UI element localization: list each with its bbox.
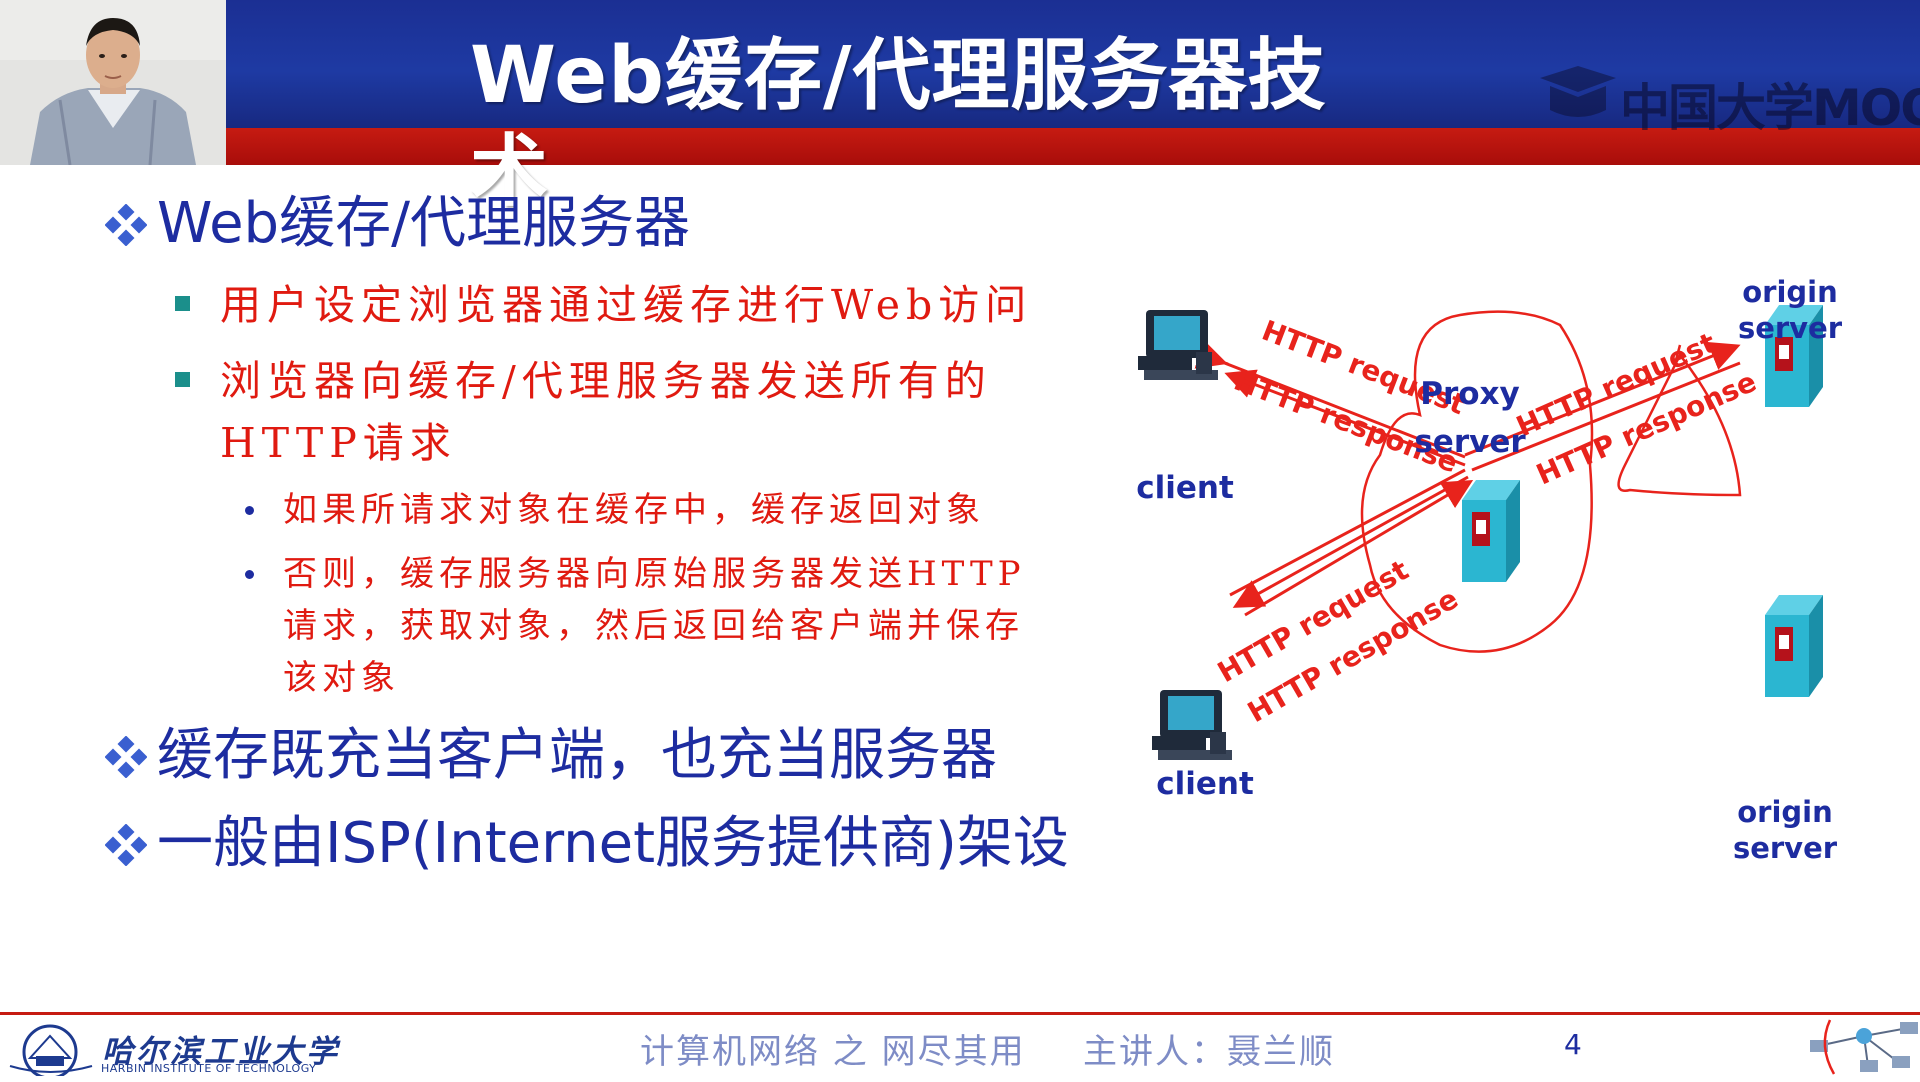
slide-footer: 哈尔滨工业大学 HARBIN INSTITUTE OF TECHNOLOGY 计… xyxy=(0,1012,1920,1078)
bullet-text: 一般由ISP(Internet服务提供商)架设 xyxy=(157,811,1069,876)
proxy-label-line1: Proxy xyxy=(1420,376,1520,412)
annotation-circle xyxy=(1360,310,1594,653)
university-name-cn: 哈尔滨工业大学 xyxy=(102,1034,340,1070)
university-name-en: HARBIN INSTITUTE OF TECHNOLOGY xyxy=(101,1062,317,1075)
network-icon xyxy=(1808,1016,1920,1078)
origin-server-icon xyxy=(1765,595,1823,697)
bullet-text: 缓存既充当客户端，也充当服务器 xyxy=(157,723,997,788)
mooc-logo-icon xyxy=(1540,66,1616,117)
lecturer-name: 主讲人：聂兰顺 xyxy=(1083,1032,1335,1072)
university-logo: 哈尔滨工业大学 HARBIN INSTITUTE OF TECHNOLOGY xyxy=(6,1022,337,1076)
mooc-watermark: 中国大学MOOC xyxy=(1538,64,1920,137)
sub-sub-bullet-text: 如果所请求对象在缓存中，缓存返回对象 xyxy=(283,490,985,530)
bullet-web-cache: Web缓存/代理服务器 xyxy=(104,190,690,258)
header-blue-band xyxy=(0,0,1920,130)
origin-label-line1: origin xyxy=(1737,795,1833,829)
slide-header: Web缓存/代理服务器技术 xyxy=(0,0,1920,217)
bullet-text: Web缓存/代理服务器 xyxy=(157,191,690,256)
dot-bullet-icon xyxy=(245,570,254,579)
header-red-band xyxy=(0,128,1920,165)
diamond-bullet-icon xyxy=(104,190,157,258)
annotation-triangle xyxy=(1617,352,1742,497)
bullet-isp: 一般由ISP(Internet服务提供商)架设 xyxy=(104,810,1069,878)
sub-sub-bullet-text: 否则，缓存服务器向原始服务器发送HTTP xyxy=(283,554,1026,594)
proxy-diagram: HTTP request HTTP response HTTP request … xyxy=(1120,265,1920,885)
page-number: 4 xyxy=(1564,1028,1582,1061)
client-label: client xyxy=(1136,470,1234,506)
sub-sub-bullet-text: 该对象 xyxy=(283,658,400,698)
client-label: client xyxy=(1156,766,1254,802)
origin-label-line2: server xyxy=(1737,311,1843,345)
dot-bullet-icon xyxy=(245,506,254,515)
diamond-bullet-icon xyxy=(104,722,157,790)
university-emblem-icon xyxy=(9,1024,93,1076)
origin-label-line1: origin xyxy=(1742,275,1838,309)
client-computer-icon xyxy=(1152,690,1232,760)
course-name: 计算机网络 之 网尽其用 xyxy=(640,1032,1026,1072)
proxy-label-line2: server xyxy=(1414,424,1526,460)
lecturer-webcam xyxy=(0,0,226,165)
proxy-server-icon xyxy=(1462,480,1520,582)
diamond-bullet-icon xyxy=(104,810,157,878)
sub-bullet-text: 用户设定浏览器通过缓存进行Web访问 xyxy=(220,281,1033,329)
client-computer-icon xyxy=(1138,310,1218,380)
sub-bullet-text: HTTP请求 xyxy=(220,419,457,467)
square-bullet-icon xyxy=(175,296,190,311)
bullet-cache-dual-role: 缓存既充当客户端，也充当服务器 xyxy=(104,722,997,790)
footer-divider xyxy=(0,1012,1920,1015)
origin-label-line2: server xyxy=(1732,831,1838,865)
square-bullet-icon xyxy=(175,372,190,387)
watermark-text: 中国大学MOOC xyxy=(1620,79,1920,137)
sub-bullet-text: 浏览器向缓存/代理服务器发送所有的 xyxy=(220,357,992,405)
sub-sub-bullet-text: 请求，获取对象，然后返回给客户端并保存 xyxy=(283,606,1024,646)
origin-server-icon xyxy=(1765,305,1823,407)
slide-title: Web缓存/代理服务器技术 xyxy=(470,31,1327,217)
